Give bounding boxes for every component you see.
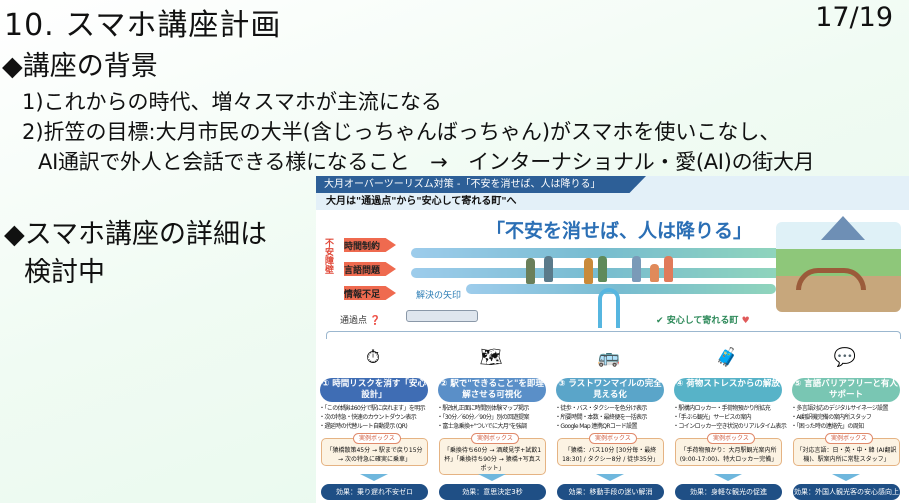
bridge-icon: [796, 268, 866, 290]
main-quote: 「不安を消せば、人は降りる」: [486, 220, 753, 242]
bullet: ・駅改札正面に時間別体験マップ掲示: [437, 405, 529, 412]
traveler-figure: [632, 256, 641, 282]
example-label: 実例ボックス: [707, 433, 755, 444]
overtourism-infographic: 大月は"通過点"から"安心して寄れる町"へ 大月オーバーツーリズム対策 -「不安…: [316, 176, 909, 503]
transport-icon: 🚌: [597, 346, 621, 368]
page-number: 17/19: [815, 2, 893, 33]
measure-title: ③ ラストワンマイルの完全見える化: [556, 378, 664, 402]
train-icon: [406, 310, 478, 322]
bullet: ・AI翻訳機完備の案内所スタッフ: [791, 414, 872, 421]
effect-badge: 効果：意思決定3秒: [439, 484, 546, 500]
bullet: ・次の特急・快速のカウントダウン表示: [319, 414, 417, 421]
traveler-figure: [584, 258, 593, 284]
measure-column: 🧳 ④ 荷物ストレスからの解放 ・駅構内ロッカー・手荷物預かり所拡充・「手ぶら観…: [672, 341, 788, 503]
bullet: ・多言語対応のデジタルサイネージ設置: [791, 405, 889, 412]
heart-icon: ♥: [741, 316, 750, 326]
measure-bullets: ・多言語対応のデジタルサイネージ設置・AI翻訳機完備の案内所スタッフ・「困った時…: [791, 404, 906, 431]
map-search-icon: 🗺: [479, 346, 503, 368]
question-icon: ❓: [369, 316, 382, 326]
bullet: ・徒歩・バス・タクシーを色分け表示: [555, 405, 647, 412]
measure-title: ① 時間リスクを消す「安心設計」: [320, 378, 428, 402]
effect-badge: 効果：身軽な観光の促進: [675, 484, 782, 500]
bullet: ・「この体験は60分で駅に戻れます」を明示: [319, 405, 426, 412]
down-arrow-icon: [360, 474, 388, 481]
slide-title: 10. スマホ講座計画: [4, 8, 282, 43]
details-heading-cont: 検討中: [24, 257, 105, 288]
infographic-title: 大月オーバーツーリズム対策 -「不安を消せば、人は降りる」: [316, 176, 646, 193]
bullet: ・「30分／60分／90分」別の回遊提案: [437, 414, 530, 421]
translation-staff-icon: 💬: [833, 346, 857, 368]
connector-lines: [326, 331, 901, 339]
bullet: ・「困った時の連絡先」の周知: [791, 423, 864, 430]
bullet: ・富士急乗換+"ついでに大月"を強調: [437, 423, 527, 430]
traveler-figure: [650, 264, 659, 282]
measure-title: ② 駅で"できること"を即理解させる可視化: [438, 378, 546, 402]
details-heading: ◆スマホ講座の詳細は: [4, 219, 267, 250]
bullet: ・遅延時の代替ルート自動提示 (QR): [319, 423, 408, 430]
flow-arrow: [466, 284, 776, 294]
measure-column: 💬 ⑤ 言語バリアフリーと有人サポート ・多言語対応のデジタルサイネージ設置・A…: [790, 341, 906, 503]
down-arrow-icon: [478, 474, 506, 481]
infographic-subtitle: 大月は"通過点"から"安心して寄れる町"へ: [316, 193, 909, 210]
luggage-icon: 🧳: [715, 346, 739, 368]
effect-badge: 効果：移動手段の迷い解消: [557, 484, 664, 500]
gate-arch-icon: [598, 288, 620, 328]
measure-bullets: ・駅改札正面に時間別体験マップ掲示・「30分／60分／90分」別の回遊提案・富士…: [437, 404, 552, 431]
barrier-burst-icon: [344, 286, 396, 300]
effect-badge: 効果：外国人観光客の安心感向上: [793, 484, 900, 500]
passing-point-label: 通過点 ❓: [340, 313, 381, 326]
example-box: 「乗換待ち60分 → 酒蔵見学+試飲1杯」「乗換待ち90分 → 猿橋+写真スポッ…: [439, 438, 546, 475]
down-arrow-icon: [714, 474, 742, 481]
measure-column: 🗺 ② 駅で"できること"を即理解させる可視化 ・駅改札正面に時間別体験マップ掲…: [436, 341, 552, 503]
safe-label: 安心して寄れる町: [666, 316, 739, 326]
measure-column: ⏱ ① 時間リスクを消す「安心設計」 ・「この体験は60分で駅に戻れます」を明示…: [318, 341, 434, 503]
bullet: ・所要時間・本数・最終便を一括表示: [555, 414, 647, 421]
measure-title: ④ 荷物ストレスからの解放: [674, 378, 782, 402]
safe-town-label: ✔ 安心して寄れる町 ♥: [656, 313, 750, 326]
passing-label: 通過点: [340, 316, 368, 326]
down-arrow-icon: [832, 474, 860, 481]
bullet: ・コインロッカー空き状況のリアルタイム表示: [673, 423, 787, 430]
background-point-2-cont: AI通訳で外人と会話できる様になること → インターナショナル・愛(AI)の街大…: [38, 150, 815, 174]
example-label: 実例ボックス: [825, 433, 873, 444]
traveler-figure: [664, 256, 673, 282]
clock-shield-icon: ⏱: [365, 346, 381, 368]
example-label: 実例ボックス: [589, 433, 637, 444]
traveler-figure: [598, 256, 607, 282]
solution-arrow-label: 解決の矢印: [416, 291, 462, 301]
bullet: ・「手ぶら観光」サービスの案内: [673, 414, 752, 421]
measure-bullets: ・駅構内ロッカー・手荷物預かり所拡充・「手ぶら観光」サービスの案内・コインロッカ…: [673, 404, 788, 431]
traveler-figure: [526, 258, 535, 284]
background-point-2: 2)折笠の目標:大月市民の大半(含じっちゃんばっちゃん)がスマホを使いこなし、: [22, 120, 781, 144]
background-point-1: 1)これからの時代、増々スマホが主流になる: [22, 90, 442, 114]
barrier-burst-icon: [344, 262, 396, 276]
bullet: ・駅構内ロッカー・手荷物預かり所拡充: [673, 405, 771, 412]
measure-bullets: ・徒歩・バス・タクシーを色分け表示・所要時間・本数・最終便を一括表示・Googl…: [555, 404, 670, 431]
flow-arrow: [411, 248, 781, 258]
anxiety-wall-label: 不安障壁: [323, 238, 333, 274]
obstacle-label: 情報不足: [344, 290, 381, 300]
obstacle-label: 言語問題: [344, 266, 381, 276]
traveler-figure: [544, 256, 553, 282]
background-heading: ◆講座の背景: [2, 51, 158, 82]
flow-arrow: [411, 268, 781, 278]
obstacle-label: 時間制約: [344, 242, 381, 252]
check-icon: ✔: [656, 316, 667, 326]
example-label: 実例ボックス: [353, 433, 401, 444]
down-arrow-icon: [596, 474, 624, 481]
bullet: ・Google Map 連携QRコード設置: [555, 423, 638, 430]
measure-title: ⑤ 言語バリアフリーと有人サポート: [792, 378, 900, 402]
measure-column: 🚌 ③ ラストワンマイルの完全見える化 ・徒歩・バス・タクシーを色分け表示・所要…: [554, 341, 670, 503]
effect-badge: 効果：乗り遅れ不安ゼロ: [321, 484, 428, 500]
measure-bullets: ・「この体験は60分で駅に戻れます」を明示・次の特急・快速のカウントダウン表示・…: [319, 404, 434, 431]
mountain-icon: [821, 216, 865, 240]
barrier-burst-icon: [344, 238, 396, 252]
example-label: 実例ボックス: [471, 433, 519, 444]
